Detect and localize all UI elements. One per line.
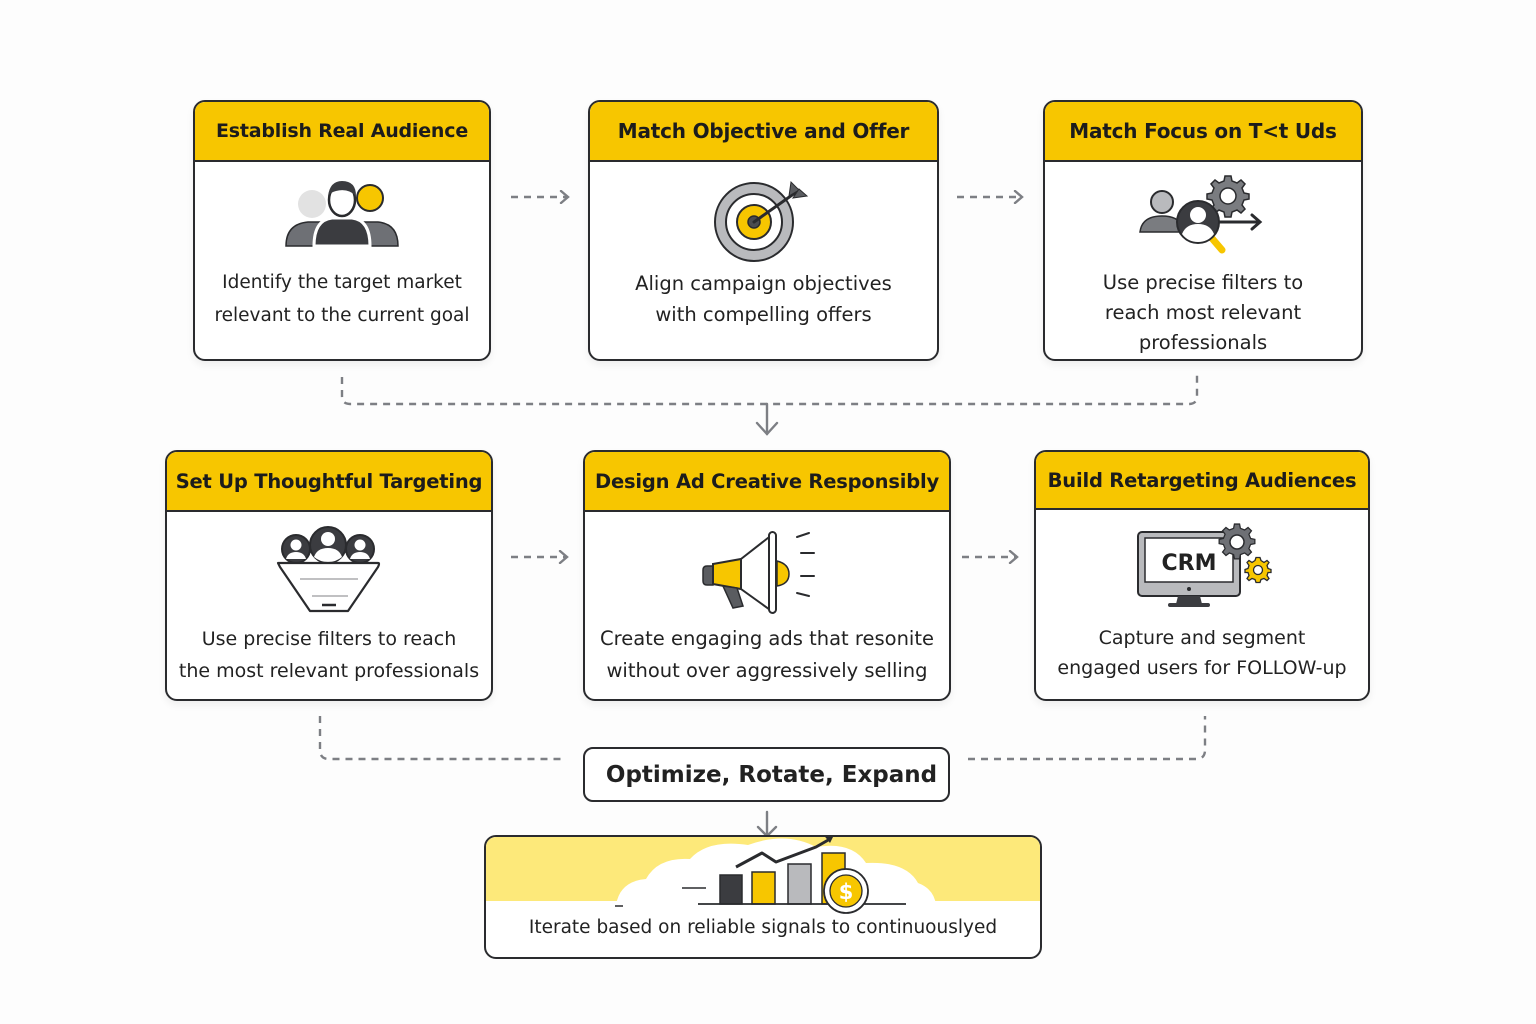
down-arrow-to-row2-head — [755, 421, 779, 436]
step-description: Align campaign objectives with compellin… — [635, 272, 892, 326]
audience-group-icon — [195, 176, 489, 248]
step-card-match-focus: Match Focus on T<t Uds Use precise filte… — [1043, 100, 1363, 361]
step-description: Create engaging ads that resonite withou… — [600, 627, 934, 682]
step-card-match-objective: Match Objective and Offer Align campaign… — [588, 100, 939, 361]
optimize-result-card: $ Iterate based on reliable signals to c… — [484, 835, 1042, 959]
step-title: Establish Real Audience — [195, 102, 489, 162]
step-title: Build Retargeting Audiences — [1036, 452, 1368, 510]
step-card-design-ad-creative: Design Ad Creative Responsibly Create en… — [583, 450, 951, 701]
step-description: Capture and segment engaged users for FO… — [1057, 627, 1347, 679]
merge-row2-right-connector — [968, 716, 1207, 761]
bar-3 — [787, 863, 812, 905]
step-description: Use precise filters to reach most releva… — [1102, 271, 1304, 354]
step-title: Match Focus on T<t Uds — [1045, 102, 1361, 162]
coin-inner — [829, 874, 863, 908]
merge-row2-left-connector — [318, 716, 566, 761]
target-arrow-icon — [590, 176, 937, 264]
optimize-label: Optimize, Rotate, Expand — [605, 761, 938, 788]
step-description: Identify the target market relevant to t… — [214, 272, 470, 326]
currency-symbol: $ — [839, 880, 854, 904]
step-title: Match Objective and Offer — [590, 102, 937, 162]
bar-1 — [719, 874, 743, 905]
user-search-gear-icon — [1045, 174, 1361, 254]
crm-label: CRM — [1162, 551, 1217, 576]
megaphone-icon — [585, 526, 949, 616]
step-title: Design Ad Creative Responsibly — [585, 452, 949, 512]
result-description: Iterate based on reliable signals to con… — [528, 917, 998, 938]
trend-line — [735, 837, 831, 869]
step-card-thoughtful-targeting: Set Up Thoughtful Targeting Use precise … — [165, 450, 493, 701]
crm-monitor-icon: CRM — [1036, 522, 1368, 610]
step-card-establish-audience: Establish Real Audience Identify the tar… — [193, 100, 491, 361]
bar-2 — [751, 871, 776, 905]
trend-arrowhead — [825, 837, 833, 843]
audience-funnel-icon — [167, 525, 491, 617]
growth-chart-icon: $ — [615, 837, 936, 914]
step-description: Use precise filters to reach the most re… — [178, 628, 480, 682]
cloud-shape — [616, 838, 936, 905]
optimize-label-box: Optimize, Rotate, Expand — [583, 747, 950, 802]
step-card-build-retargeting: Build Retargeting Audiences CRM Capture … — [1034, 450, 1370, 701]
step-title: Set Up Thoughtful Targeting — [167, 452, 491, 512]
merge-row1-connector — [340, 375, 1199, 406]
